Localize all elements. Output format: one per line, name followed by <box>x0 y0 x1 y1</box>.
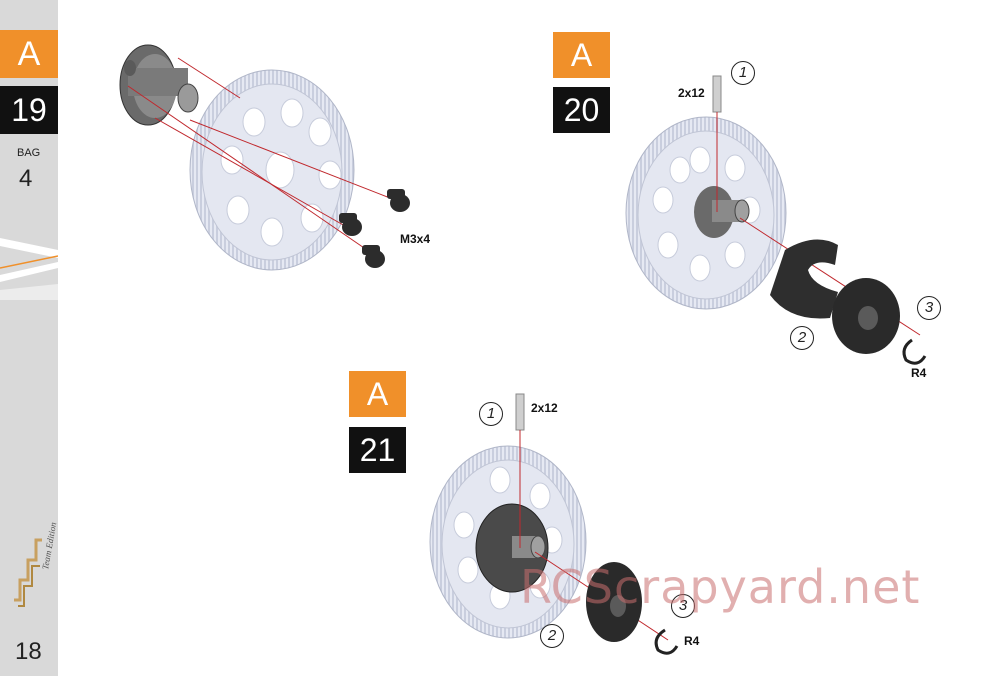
page-number: 18 <box>15 638 42 665</box>
bag-number: 4 <box>19 165 33 192</box>
step21-callout-2: 2 <box>540 624 564 648</box>
step21-pin-label: 2x12 <box>531 401 558 415</box>
step21-letter-badge: A <box>349 371 406 417</box>
step20-callout-2: 2 <box>790 326 814 350</box>
step21-callout-3: 3 <box>671 594 695 618</box>
step-number-badge: 19 <box>0 86 58 134</box>
sidebar-stripes <box>0 238 58 300</box>
step20-letter-badge: A <box>553 32 610 78</box>
step20-callout-1: 1 <box>731 61 755 85</box>
bag-label: BAG <box>17 147 41 159</box>
brand-logo: Team Edition <box>14 521 58 607</box>
watermark: RCScrapyard.net <box>520 560 921 614</box>
step-letter-badge: A <box>0 30 58 78</box>
step19-screw-label: M3x4 <box>400 232 431 246</box>
step21-number-badge: 21 <box>349 427 406 473</box>
step21-callout-1: 1 <box>479 402 503 426</box>
step20-clip-label: R4 <box>911 366 927 380</box>
sidebar: A 19 BAG 4 Team Edition 18 <box>0 0 58 676</box>
step20-number-badge: 20 <box>553 87 610 133</box>
step20-pin-label: 2x12 <box>678 86 705 100</box>
step21-clip-label: R4 <box>684 634 700 648</box>
step20-callout-3: 3 <box>917 296 941 320</box>
